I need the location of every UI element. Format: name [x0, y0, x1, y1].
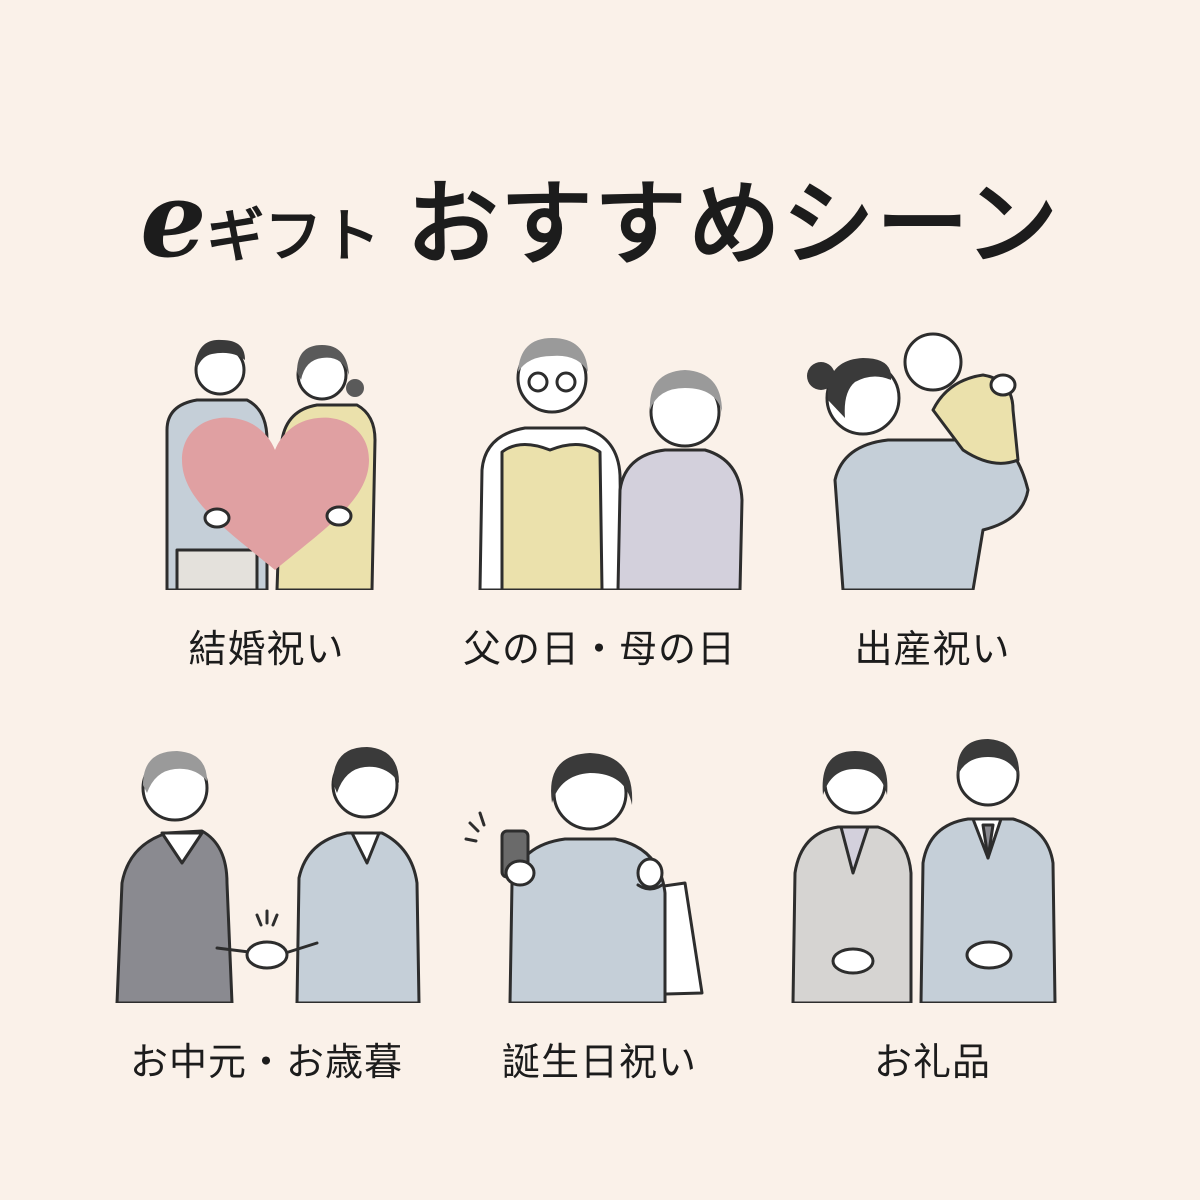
scene-label: 誕生日祝い — [501, 1040, 697, 1084]
scene-birthday: 誕生日祝い — [433, 733, 766, 1086]
scene-grid: 結婚祝い 父の日・母の日 — [100, 320, 1100, 1086]
title-gift: ギフト — [206, 202, 381, 270]
scene-label: 出産祝い — [854, 627, 1011, 671]
woman-smartphone-illustration — [464, 753, 703, 1003]
scene-thank-you: お礼品 — [766, 733, 1099, 1086]
scene-parents-day: 父の日・母の日 — [433, 320, 766, 673]
scene-wedding: 結婚祝い — [100, 320, 433, 673]
elderly-couple-illustration — [478, 338, 743, 590]
scene-label: 父の日・母の日 — [462, 627, 736, 671]
couple-heart-illustration — [165, 339, 376, 590]
page-title: eギフトおすすめシーン — [0, 150, 1200, 283]
title-e: e — [140, 158, 207, 281]
scene-birth: 出産祝い — [766, 320, 1099, 673]
scene-seasonal-gift: お中元・お歳暮 — [100, 733, 433, 1086]
scene-label: 結婚祝い — [188, 627, 345, 671]
mother-baby-illustration — [806, 332, 1029, 590]
scene-label: お中元・お歳暮 — [129, 1040, 403, 1084]
title-main: おすすめシーン — [406, 170, 1060, 278]
scene-label: お礼品 — [873, 1040, 991, 1084]
business-handshake-illustration — [115, 747, 420, 1003]
bowing-couple-illustration — [791, 739, 1056, 1003]
